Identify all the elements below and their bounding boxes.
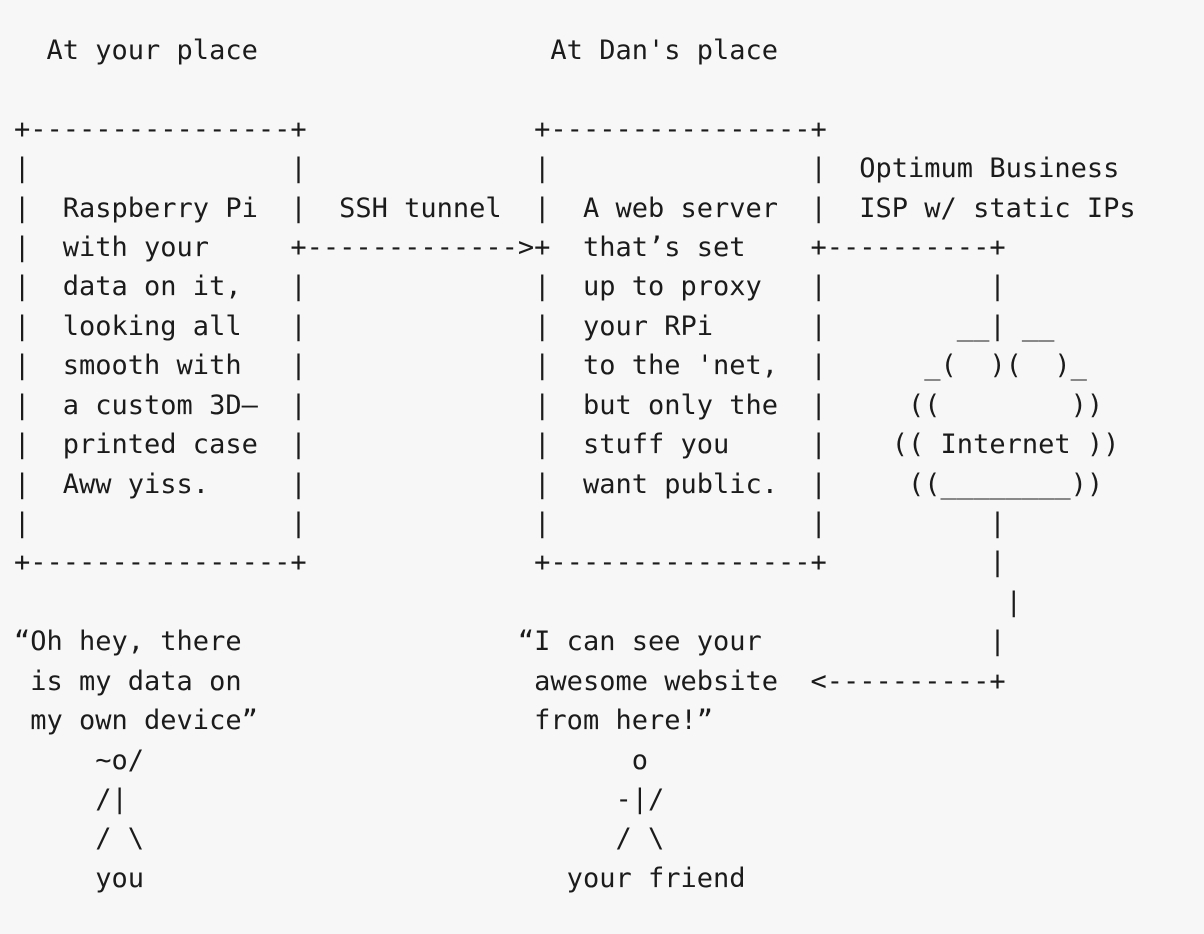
diagram-line-box-text: | looking all | | your RPi | __| __ [14, 311, 1055, 342]
diagram-line-connector: | [14, 587, 1022, 618]
diagram-line-quote: my own device” from here!” [14, 705, 713, 736]
diagram-line-box-titles: | Raspberry Pi | SSH tunnel | A web serv… [14, 193, 1136, 224]
diagram-line-box-text: | a custom 3D– | | but only the | (( )) [14, 390, 1104, 421]
diagram-line-stick-figure: / \ / \ [14, 823, 665, 854]
diagram-line-box-text: | Aww yiss. | | want public. | ((_______… [14, 469, 1104, 500]
diagram-line-ssh-arrow: | with your +------------->+ that’s set … [14, 232, 1006, 263]
diagram-line-quote: “Oh hey, there “I can see your | [14, 626, 1006, 657]
diagram-line-internet: | printed case | | stuff you | (( Intern… [14, 429, 1120, 460]
diagram-line-box-text: | smooth with | | to the 'net, | _( )( )… [14, 350, 1087, 381]
diagram-line-box-top: +----------------+ +----------------+ [14, 114, 827, 145]
diagram-line-box-bottom: +----------------+ +----------------+ | [14, 547, 1006, 578]
diagram-line-stick-figure: /| -|/ [14, 784, 665, 815]
diagram-line-isp-title: | | | | Optimum Business [14, 153, 1120, 184]
diagram-line-box-text: | | | | | [14, 508, 1006, 539]
diagram-line-box-text: | data on it, | | up to proxy | | [14, 271, 1006, 302]
diagram-line-figure-labels: you your friend [14, 863, 746, 894]
diagram-line-quote-arrow: is my data on awesome website <---------… [14, 666, 1006, 697]
diagram-line-header: At your place At Dan's place [14, 35, 779, 66]
diagram-line-stick-figure: ~o/ o [14, 745, 648, 776]
